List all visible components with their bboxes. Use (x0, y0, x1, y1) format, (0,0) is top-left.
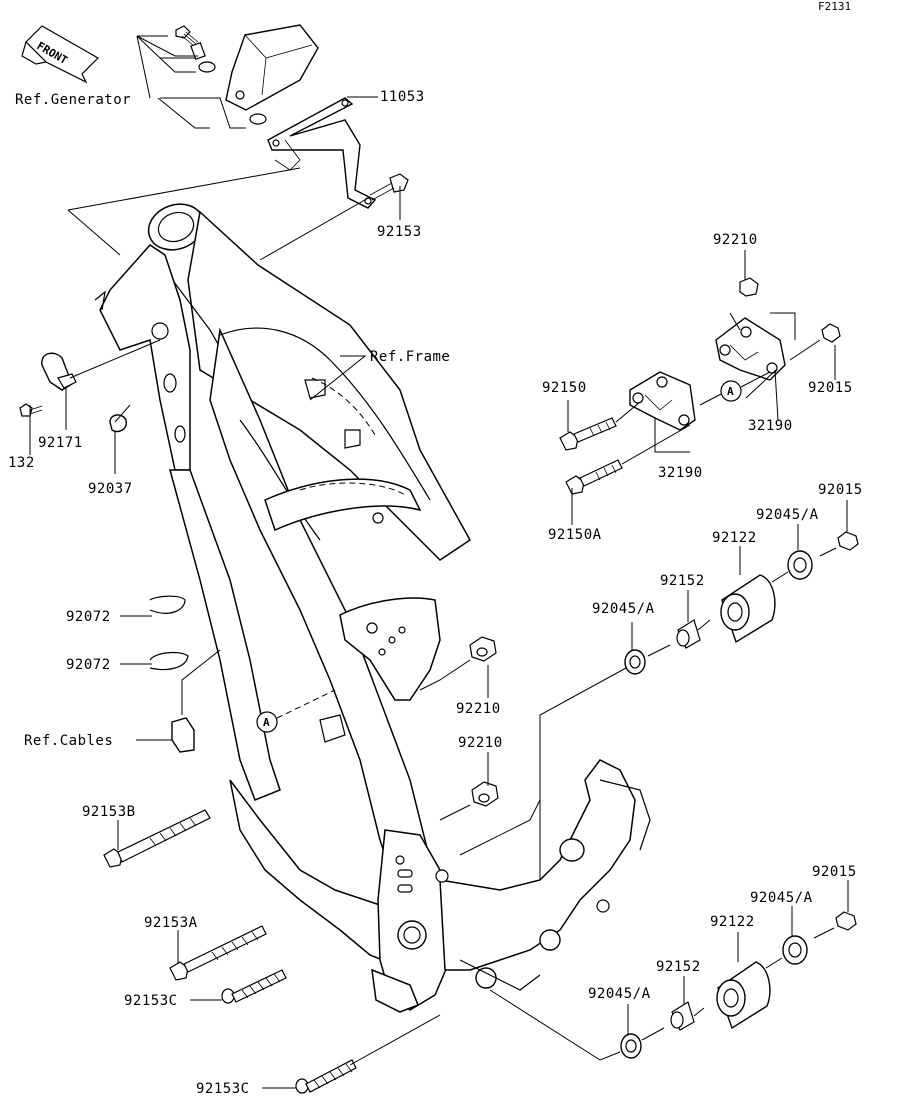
washer-group-mid (419, 636, 541, 883)
bolt-92153B (103, 809, 211, 868)
ref-generator-label: Ref.Generator (15, 92, 131, 108)
svg-text:A: A (263, 716, 270, 729)
bushing-group-middle (539, 531, 859, 880)
bushing-group-lower (349, 911, 857, 1066)
part-92072-label-b: 92072 (66, 657, 111, 673)
part-92153-label: 92153 (377, 224, 422, 240)
part-11053-label: 11053 (380, 89, 425, 105)
bolt-92153C-upper (221, 969, 287, 1004)
labels: Ref.Generator 11053 92153 Ref.Frame 9217… (8, 89, 863, 1097)
part-92037-label: 92037 (88, 481, 133, 497)
part-92150A-label: 92150A (548, 527, 602, 543)
part-92153A-label: 92153A (144, 915, 198, 931)
part-92045A-label-mid-left: 92045/A (592, 601, 655, 617)
part-32190-label-left: 32190 (658, 465, 703, 481)
part-92152-label-mid: 92152 (660, 573, 705, 589)
part-92015-label-top: 92015 (808, 380, 853, 396)
ref-frame-label: Ref.Frame (370, 349, 450, 365)
front-arrow-icon: FRONT (21, 25, 99, 84)
part-92122-label-bottom: 92122 (710, 914, 755, 930)
part-92122-label-mid: 92122 (712, 530, 757, 546)
part-92153C-label-b: 92153C (196, 1081, 250, 1097)
left-small-parts (19, 352, 357, 1094)
part-92171-label: 92171 (38, 435, 83, 451)
part-92210-label-mid1: 92210 (456, 701, 501, 717)
part-92153B-label: 92153B (82, 804, 136, 820)
callout-a-frame: A (256, 689, 336, 733)
generator-cover-parts (175, 24, 409, 209)
bolt-92153A (169, 925, 267, 981)
figure-code: F2131 (818, 0, 851, 13)
ref-cables-label: Ref.Cables (24, 733, 113, 749)
part-92150-label: 92150 (542, 380, 587, 396)
part-132-label: 132 (8, 455, 35, 471)
part-32190-label-right: 32190 (748, 418, 793, 434)
part-92015-label-bottom: 92015 (812, 864, 857, 880)
leader-lines-top (67, 35, 401, 261)
part-92045A-label-mid-right: 92045/A (756, 507, 819, 523)
part-92153C-label-a: 92153C (124, 993, 178, 1009)
part-92045A-label-bottom-left: 92045/A (588, 986, 651, 1002)
part-92015-label-mid: 92015 (818, 482, 863, 498)
bolt-92153C-lower (295, 1059, 357, 1094)
label-leaders (29, 250, 849, 1089)
callout-a-upper: A (727, 385, 734, 398)
engine-bracket-upper: A (559, 277, 841, 495)
part-92045A-label-bottom-right: 92045/A (750, 890, 813, 906)
part-92072-label-a: 92072 (66, 609, 111, 625)
motorcycle-frame (94, 203, 651, 1013)
part-92210-label-top: 92210 (713, 232, 758, 248)
part-92210-label-mid2: 92210 (458, 735, 503, 751)
part-92152-label-bottom: 92152 (656, 959, 701, 975)
